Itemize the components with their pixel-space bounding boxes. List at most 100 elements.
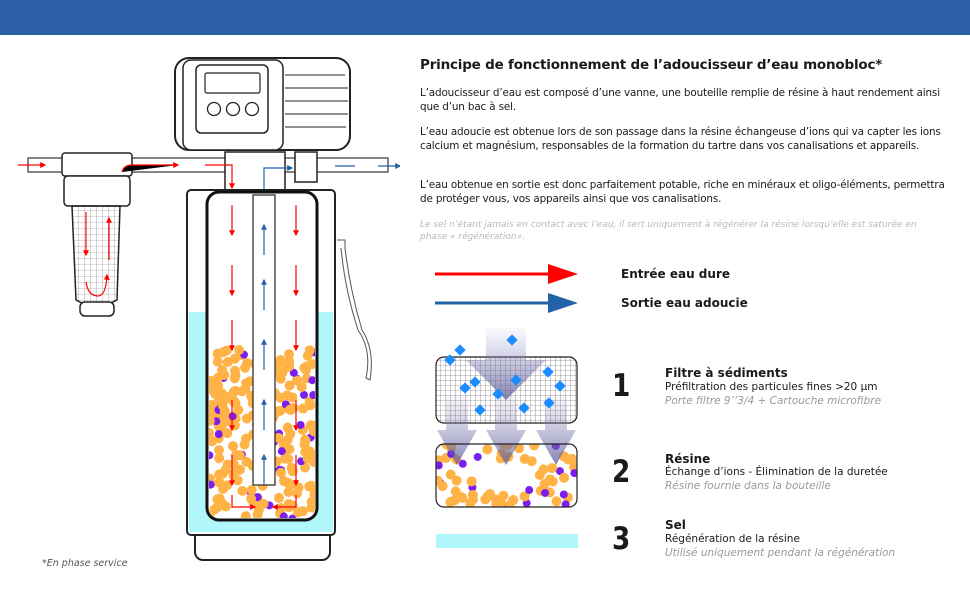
page-title: Principe de fonctionnement de l’adouciss… (420, 57, 883, 73)
legend-hard-water: Entrée eau dure (621, 267, 730, 281)
ion-dot (555, 467, 564, 476)
item-desc-salt: Régénération de la résine (665, 533, 800, 545)
resin-bead (241, 378, 252, 389)
resin-bead (214, 477, 225, 488)
paragraph-result: L’eau obtenue en sortie est donc parfait… (420, 179, 945, 205)
particle-dot (444, 354, 456, 366)
item-title-filter: Filtre à sédiments (665, 366, 788, 380)
ion-dot (559, 490, 568, 499)
resin-bead (246, 484, 257, 495)
ion-dot (309, 390, 315, 399)
resin-bead (218, 395, 229, 406)
ion-dot (209, 480, 215, 489)
resin-bead (284, 380, 295, 391)
resin-bead (482, 491, 493, 502)
down-flow-arrow-icon (437, 395, 477, 465)
resin-bead (230, 370, 241, 381)
resin-bead (218, 347, 229, 358)
resin-bead (529, 444, 540, 451)
down-flow-arrow-icon (536, 395, 576, 465)
resin-bead (468, 494, 479, 505)
resin-bead (209, 381, 217, 392)
resin-bead (276, 467, 287, 478)
legend-arrows (435, 264, 578, 313)
particle-dot (474, 404, 486, 416)
ion-dot (288, 514, 297, 518)
resin-bead (220, 501, 231, 512)
ion-dot (209, 451, 214, 460)
ion-dot (473, 452, 482, 461)
ion-dot (525, 486, 534, 495)
particle-dot (469, 376, 481, 388)
resin-bead (306, 496, 315, 507)
resin-bead (214, 445, 225, 456)
resin-bead (306, 480, 315, 491)
resin-bead (231, 450, 242, 461)
particle-dot (510, 374, 522, 386)
resin-bead (275, 405, 286, 416)
paragraph-process: L’eau adoucie est obtenue lors de son pa… (420, 126, 941, 152)
resin-bead (302, 453, 313, 464)
resin-bead (285, 428, 296, 439)
resin-bottle (205, 190, 319, 522)
particle-dot (554, 380, 566, 392)
resin-bead (504, 500, 515, 507)
resin-bead (228, 386, 239, 397)
resin-icon (435, 443, 578, 508)
resin-bead (299, 439, 310, 450)
ion-dot (279, 512, 288, 518)
resin-bead (559, 472, 570, 483)
resin-bead (209, 427, 215, 438)
resin-bead (466, 476, 477, 487)
resin-bead (219, 406, 230, 417)
ion-dot (308, 376, 315, 385)
resin-bead (436, 475, 443, 486)
resin-bead (209, 415, 215, 426)
resin-bead (212, 356, 223, 367)
resin-bead (241, 456, 252, 467)
resin-bead (538, 464, 549, 475)
sediment-filter (61, 152, 133, 317)
ion-dot (561, 500, 570, 507)
footnote: *En phase service (42, 558, 128, 569)
resin-bead (284, 361, 295, 372)
ion-dot (300, 390, 309, 399)
resin-bead (304, 396, 315, 407)
resin-bead (214, 453, 225, 464)
resin-bead (482, 444, 493, 455)
particle-dot (492, 388, 504, 400)
particle-dot (459, 382, 471, 394)
resin-bead (222, 428, 233, 439)
resin-bead (230, 397, 241, 408)
resin-bead (293, 482, 304, 493)
resin-bead (222, 459, 233, 470)
resin-bead (217, 364, 228, 375)
resin-bead (309, 489, 315, 500)
resin-bead (301, 364, 312, 375)
item-title-resin: Résine (665, 452, 711, 466)
legend-soft-water: Sortie eau adoucie (621, 296, 748, 310)
resin-bead (547, 476, 558, 487)
resin-bead (275, 355, 286, 366)
salt-icon (436, 534, 578, 548)
ion-dot (541, 488, 550, 497)
stages-diagram (435, 328, 578, 548)
item-title-salt: Sel (665, 518, 686, 532)
ion-dot (296, 421, 305, 430)
resin-bead (240, 362, 251, 373)
resin-bead (277, 367, 288, 378)
resin-bead (246, 493, 257, 504)
control-valve (174, 57, 351, 193)
resin-bead (283, 349, 294, 360)
resin-bead (551, 496, 562, 507)
ion-dot (228, 412, 237, 421)
resin-bead (284, 404, 295, 415)
resin-bead (519, 453, 530, 464)
item-number-1: 1 (612, 368, 631, 404)
item-sub-salt: Utilisé uniquement pendant la régénérati… (665, 547, 896, 559)
resin-bead (273, 492, 284, 503)
item-sub-resin: Résine fournie dans la bouteille (665, 480, 831, 492)
resin-bead (214, 493, 225, 504)
ion-dot (289, 368, 298, 377)
water-softener-illustration (18, 57, 400, 561)
